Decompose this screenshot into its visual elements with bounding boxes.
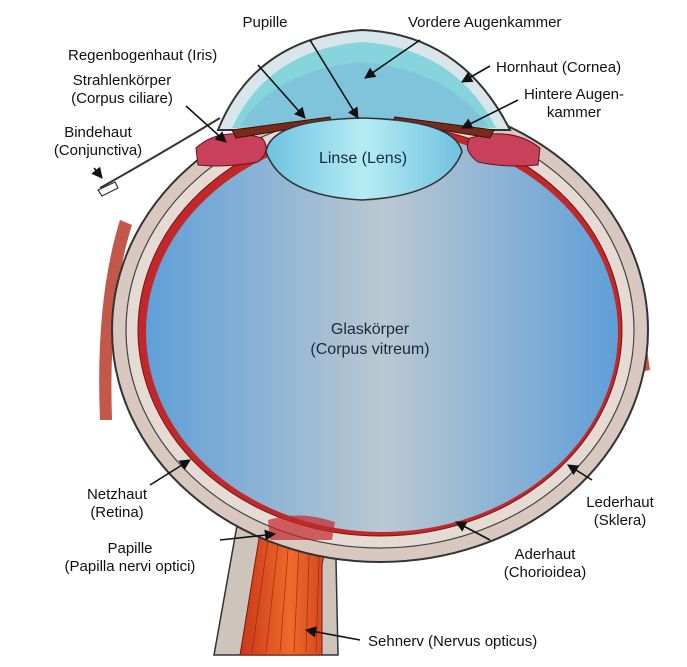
label-lederhaut-1: Lederhaut: [572, 494, 668, 512]
label-strahlenkoerper-2: (Corpus ciliare): [42, 90, 202, 108]
label-hintere-1: Hintere Augen-: [512, 86, 636, 104]
label-papille: Papille (Papilla nervi optici): [40, 540, 220, 576]
label-linse: Linse (Lens): [300, 150, 426, 168]
label-vordere-augenkammer: Vordere Augenkammer: [408, 14, 561, 32]
label-hintere-augenkammer: Hintere Augen- kammer: [512, 86, 636, 122]
label-lederhaut: Lederhaut (Sklera): [572, 494, 668, 530]
label-bindehaut-2: (Conjunctiva): [38, 142, 158, 160]
label-strahlenkoerper-1: Strahlenkörper: [42, 72, 202, 90]
papilla-region: [268, 515, 335, 540]
label-hintere-2: kammer: [512, 104, 636, 122]
label-netzhaut: Netzhaut (Retina): [72, 486, 162, 522]
label-bindehaut-1: Bindehaut: [38, 124, 158, 142]
label-glaskoerper: Glaskörper (Corpus vitreum): [280, 320, 460, 360]
label-lederhaut-2: (Sklera): [572, 512, 668, 530]
label-aderhaut-1: Aderhaut: [480, 546, 610, 564]
label-papille-1: Papille: [40, 540, 220, 558]
label-sehnerv: Sehnerv (Nervus opticus): [368, 633, 537, 651]
label-glaskoerper-1: Glaskörper: [280, 320, 460, 340]
label-netzhaut-1: Netzhaut: [72, 486, 162, 504]
label-glaskoerper-2: (Corpus vitreum): [280, 340, 460, 360]
label-hornhaut: Hornhaut (Cornea): [496, 59, 621, 77]
label-aderhaut-2: (Chorioidea): [480, 564, 610, 582]
label-regenbogenhaut: Regenbogenhaut (Iris): [68, 47, 217, 65]
label-aderhaut: Aderhaut (Chorioidea): [480, 546, 610, 582]
label-pupille: Pupille: [230, 14, 300, 32]
label-strahlenkoerper: Strahlenkörper (Corpus ciliare): [42, 72, 202, 108]
ciliary-body-left: [196, 134, 266, 166]
label-papille-2: (Papilla nervi optici): [40, 558, 220, 576]
label-bindehaut: Bindehaut (Conjunctiva): [38, 124, 158, 160]
label-netzhaut-2: (Retina): [72, 504, 162, 522]
leader-bindehaut: [94, 168, 102, 178]
